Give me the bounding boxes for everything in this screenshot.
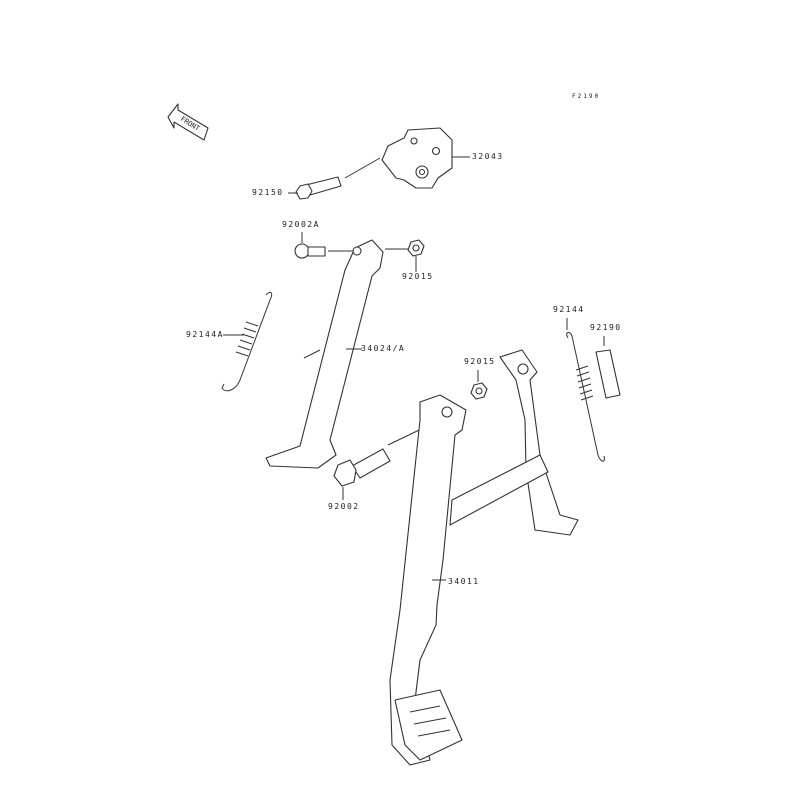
figure-code: F2190 bbox=[572, 93, 601, 100]
part-label-34024a[interactable]: 34024/A bbox=[361, 344, 406, 353]
part-34011-center-stand bbox=[389, 349, 579, 766]
part-92144a-spring bbox=[221, 291, 273, 392]
part-92144-spring bbox=[566, 318, 605, 462]
part-label-92144[interactable]: 92144 bbox=[553, 305, 585, 314]
part-label-92002a[interactable]: 92002A bbox=[282, 220, 320, 229]
front-arrow-icon: FRONT bbox=[167, 103, 209, 141]
part-label-92144a[interactable]: 92144A bbox=[186, 330, 224, 339]
part-label-92015-2[interactable]: 92015 bbox=[464, 357, 496, 366]
part-label-92015[interactable]: 92015 bbox=[402, 272, 434, 281]
part-label-32043[interactable]: 32043 bbox=[472, 152, 504, 161]
part-92190-tube bbox=[595, 336, 621, 399]
part-label-92002[interactable]: 92002 bbox=[328, 502, 360, 511]
part-92015-nut bbox=[385, 239, 425, 272]
part-92002a-bolt bbox=[294, 232, 355, 259]
part-92150-bolt bbox=[288, 157, 381, 200]
part-label-92150[interactable]: 92150 bbox=[252, 188, 284, 197]
part-label-92190[interactable]: 92190 bbox=[590, 323, 622, 332]
part-label-34011[interactable]: 34011 bbox=[448, 577, 480, 586]
part-34024a-side-stand bbox=[265, 239, 384, 469]
part-32043-bracket bbox=[381, 127, 470, 189]
part-92015-nut-2 bbox=[470, 370, 488, 400]
